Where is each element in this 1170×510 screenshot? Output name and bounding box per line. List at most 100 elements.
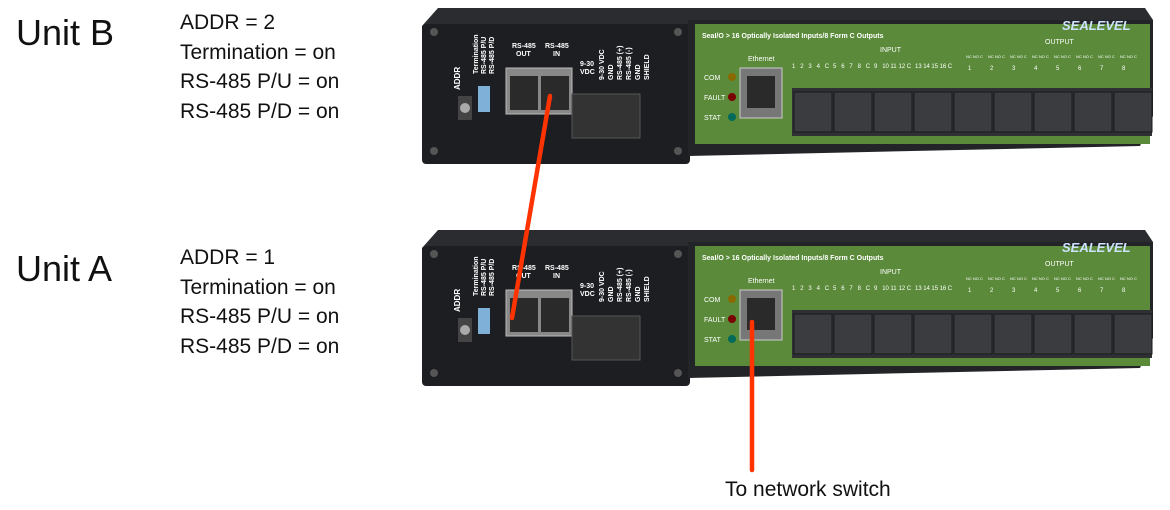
input-pin-label: 12 xyxy=(899,64,906,70)
svg-text:9-30 VDC: 9-30 VDC xyxy=(599,271,606,302)
input-label: INPUT xyxy=(880,269,902,276)
svg-text:9-30 VDC: 9-30 VDC xyxy=(599,49,606,80)
dip-switch xyxy=(478,308,490,334)
input-pin-label: 11 xyxy=(890,286,897,292)
input-pin-label: C xyxy=(825,286,830,292)
dip-labels: Termination RS-485 P/U RS-485 P/D xyxy=(473,34,496,74)
input-pin-label: 11 xyxy=(890,64,897,70)
output-group-label: 6 xyxy=(1078,288,1082,294)
svg-text:GND: GND xyxy=(635,64,642,80)
io-terminal-block xyxy=(793,91,833,133)
io-terminal-block xyxy=(833,313,873,355)
input-pin-label: C xyxy=(825,64,830,70)
device-unit-a: ADDR Termination RS-485 P/U RS-485 P/D R… xyxy=(420,228,1155,393)
svg-text:FAULT: FAULT xyxy=(704,317,726,324)
rs485-in-port xyxy=(541,76,569,110)
output-group-label: 2 xyxy=(990,288,994,294)
input-pin-label: 3 xyxy=(808,64,812,70)
output-pin-names: NC NO C xyxy=(1120,276,1137,281)
input-pin-label: 9 xyxy=(874,64,878,70)
device-unit-b: ADDR Termination RS-485 P/U RS-485 P/D R… xyxy=(420,6,1155,171)
ethernet-label: Ethernet xyxy=(748,56,775,63)
output-group-label: 4 xyxy=(1034,66,1038,72)
input-pin-label: 7 xyxy=(849,286,853,292)
input-pin-label: 1 xyxy=(792,64,796,70)
svg-text:9-30: 9-30 xyxy=(580,61,594,68)
svg-text:RS-485 P/D: RS-485 P/D xyxy=(489,37,496,74)
svg-text:GND: GND xyxy=(608,64,615,80)
output-pin-names: NC NO C xyxy=(1032,54,1049,59)
input-pin-label: 15 xyxy=(931,286,938,292)
output-pin-names: NC NO C xyxy=(988,276,1005,281)
status-leds: COM FAULT STAT xyxy=(704,295,736,344)
addr-label: ADDR xyxy=(453,67,462,90)
output-pin-names: NC NO C xyxy=(1098,54,1115,59)
input-pin-label: C xyxy=(866,64,871,70)
io-terminal-block xyxy=(953,313,993,355)
input-pin-label: 16 xyxy=(940,64,947,70)
svg-text:COM: COM xyxy=(704,75,721,82)
svg-text:FAULT: FAULT xyxy=(704,95,726,102)
io-terminal-block xyxy=(1113,313,1153,355)
input-label: INPUT xyxy=(880,47,902,54)
output-pin-names: NC NO C xyxy=(1098,276,1115,281)
io-terminal-block xyxy=(793,313,833,355)
status-leds: COM FAULT STAT xyxy=(704,73,736,122)
unit-b-config: ADDR = 2 Termination = on RS-485 P/U = o… xyxy=(180,8,339,126)
input-pin-label: 6 xyxy=(841,286,845,292)
input-pin-label: 7 xyxy=(849,64,853,70)
input-pin-label: C xyxy=(948,64,953,70)
addr-label: ADDR xyxy=(453,289,462,312)
svg-text:RS-485: RS-485 xyxy=(545,265,569,272)
output-pin-names: NC NO C xyxy=(966,54,983,59)
input-pin-label: 10 xyxy=(882,286,889,292)
svg-text:GND: GND xyxy=(635,286,642,302)
svg-text:VDC: VDC xyxy=(580,69,595,76)
rs485-cable-b-to-a xyxy=(509,93,553,321)
input-pin-label: 14 xyxy=(923,64,930,70)
io-terminal-block xyxy=(1073,313,1113,355)
device-illustration: ADDR Termination RS-485 P/U RS-485 P/D R… xyxy=(422,8,1153,164)
svg-text:RS-485 P/U: RS-485 P/U xyxy=(481,37,488,74)
input-pin-label: 13 xyxy=(915,64,922,70)
input-pin-label: 15 xyxy=(931,64,938,70)
io-terminal-block xyxy=(993,313,1033,355)
svg-text:RS-485: RS-485 xyxy=(545,43,569,50)
input-pin-label: C xyxy=(866,286,871,292)
io-terminal-block xyxy=(1033,91,1073,133)
brand-logo: SEALEVEL xyxy=(1062,18,1131,33)
unit-a-label: Unit A xyxy=(16,248,113,289)
output-group-label: 5 xyxy=(1056,288,1060,294)
unit-b-pulldown: RS-485 P/D = on xyxy=(180,99,340,123)
svg-text:Termination: Termination xyxy=(473,34,480,74)
unit-b-termination: Termination = on xyxy=(180,40,336,64)
svg-text:9-30: 9-30 xyxy=(580,283,594,290)
input-pin-label: C xyxy=(907,286,912,292)
input-pin-label: C xyxy=(907,64,912,70)
unit-b-label: Unit B xyxy=(16,12,115,53)
svg-text:COM: COM xyxy=(704,297,721,304)
svg-text:Termination: Termination xyxy=(473,256,480,296)
io-terminal-block xyxy=(913,91,953,133)
output-group-label: 1 xyxy=(968,288,972,294)
input-pin-label: 16 xyxy=(940,286,947,292)
output-group-label: 8 xyxy=(1122,288,1126,294)
input-pin-label: 3 xyxy=(808,286,812,292)
input-pin-label: 5 xyxy=(833,286,837,292)
input-pin-label: 4 xyxy=(817,286,821,292)
svg-text:RS-485 (-): RS-485 (-) xyxy=(626,269,633,302)
output-group-label: 2 xyxy=(990,66,994,72)
unit-a-config: ADDR = 1 Termination = on RS-485 P/U = o… xyxy=(180,243,339,361)
input-pin-label: 8 xyxy=(858,286,862,292)
output-group-label: 3 xyxy=(1012,66,1016,72)
brand-logo: SEALEVEL xyxy=(1062,240,1131,255)
output-pin-names: NC NO C xyxy=(1010,276,1027,281)
input-pin-label: 14 xyxy=(923,286,930,292)
input-pin-label: 2 xyxy=(800,286,804,292)
svg-text:IN: IN xyxy=(553,51,560,58)
output-group-label: 1 xyxy=(968,66,972,72)
